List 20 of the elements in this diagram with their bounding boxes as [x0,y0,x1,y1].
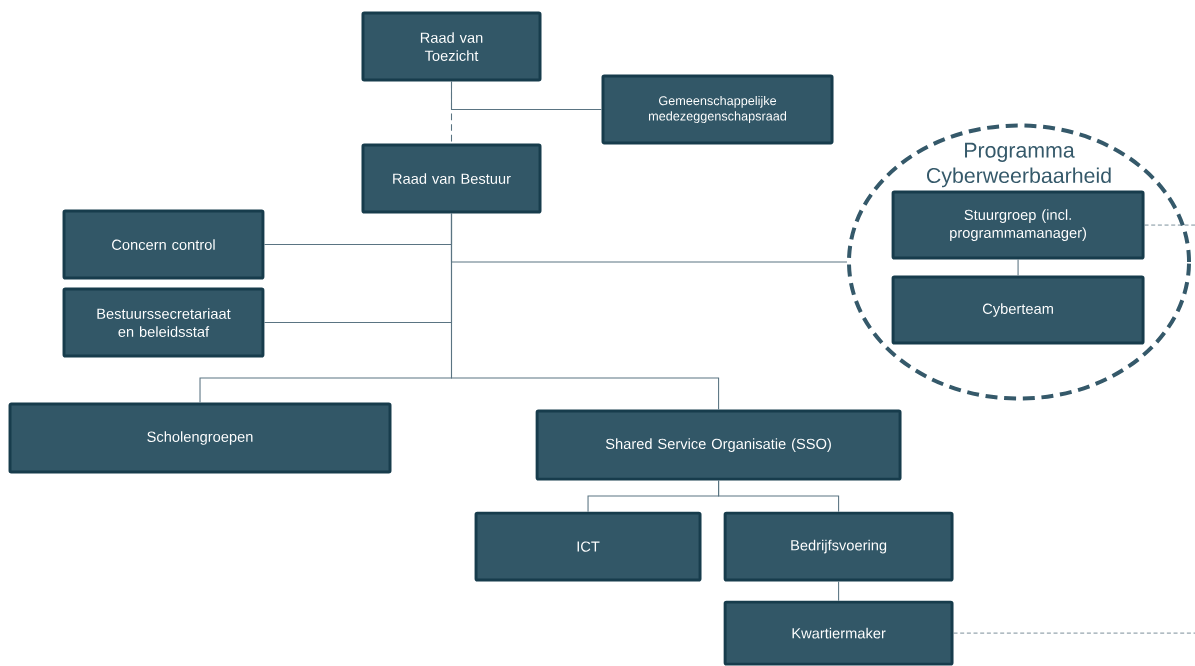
org-box: Cyberteam [891,275,1145,345]
connector-line [718,480,840,513]
org-box: Kwartiermaker [723,600,954,666]
org-box: Scholengroepen [8,402,392,474]
connector-line [450,80,603,110]
org-box: Bedrijfsvoering [723,511,954,582]
org-box: Shared Service Organisatie (SSO) [535,409,902,481]
org-box: Bestuurssecretariaat en beleidsstaf [62,287,265,358]
group-title: Programma Cyberweerbaarheid [927,142,1111,188]
org-box: Gemeenschappelijke medezeggenschapsraad [601,74,834,145]
connector-line [450,212,720,411]
org-box: Concern control [62,209,265,280]
org-box: Raad van Bestuur [361,143,542,214]
org-box: Stuurgroep (incl. programmamanager) [891,190,1145,260]
connector-line [1144,224,1195,226]
org-box: Raad van Toezicht [361,11,542,82]
connector-line [1017,259,1019,277]
connector-line [953,632,1195,634]
org-box: ICT [474,511,702,582]
connector-line [838,580,840,602]
